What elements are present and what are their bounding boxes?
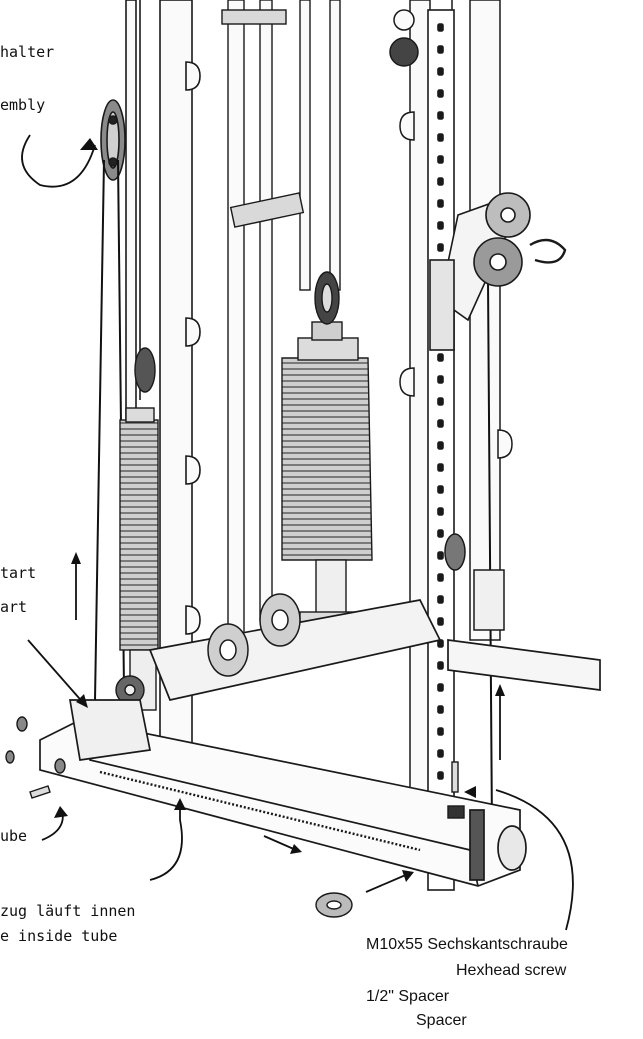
hardware-parts [5, 716, 465, 918]
label-tube: ube [0, 827, 28, 845]
weight-stack-left [115, 347, 159, 711]
label-spacer-de: 1/2" Spacer [366, 988, 450, 1005]
upright-hole [437, 771, 444, 780]
upright-hole [437, 595, 444, 604]
upright-hole [437, 89, 444, 98]
upright-hole [437, 683, 444, 692]
front-right-upright [427, 9, 455, 891]
upright-hole [437, 243, 444, 252]
upright-hole [437, 573, 444, 582]
weight-stack-right [281, 271, 373, 633]
upright-hole [437, 177, 444, 186]
upright-hole [437, 23, 444, 32]
upright-hole [437, 133, 444, 142]
upright-hole [437, 727, 444, 736]
upright-hole [437, 617, 444, 626]
rear-uprights [221, 0, 341, 641]
upright-hole [437, 67, 444, 76]
label-cable-en: e inside tube [0, 927, 118, 945]
label-holder-de: halter [0, 43, 55, 61]
upright-hole [437, 419, 444, 428]
upright-hole [437, 507, 444, 516]
upright-hole [437, 221, 444, 230]
base-pulleys [207, 533, 505, 677]
upright-hole [437, 111, 444, 120]
upright-hole [437, 45, 444, 54]
label-cable-de: zug läuft innen [0, 902, 136, 920]
upright-hole [437, 661, 444, 670]
label-assembly-en: embly [0, 96, 46, 114]
upright-hole [437, 463, 444, 472]
leader-lines [21, 134, 574, 931]
label-screw-de: M10x55 Sechskantschraube [366, 936, 568, 953]
right-pulley-assembly [429, 192, 567, 351]
upright-hole [437, 353, 444, 362]
upright-hole [437, 551, 444, 560]
upright-hole [437, 485, 444, 494]
upright-hole [437, 397, 444, 406]
upright-hole [437, 529, 444, 538]
upright-hole [437, 705, 444, 714]
label-start-en: art [0, 598, 28, 616]
label-start-de: tart [0, 564, 37, 582]
upright-hole [437, 375, 444, 384]
upright-hole [437, 749, 444, 758]
upright-hole [437, 441, 444, 450]
label-screw-en: Hexhead screw [456, 962, 567, 979]
label-spacer-en: Spacer [416, 1012, 467, 1029]
upright-hole [437, 199, 444, 208]
upright-hole [437, 155, 444, 164]
